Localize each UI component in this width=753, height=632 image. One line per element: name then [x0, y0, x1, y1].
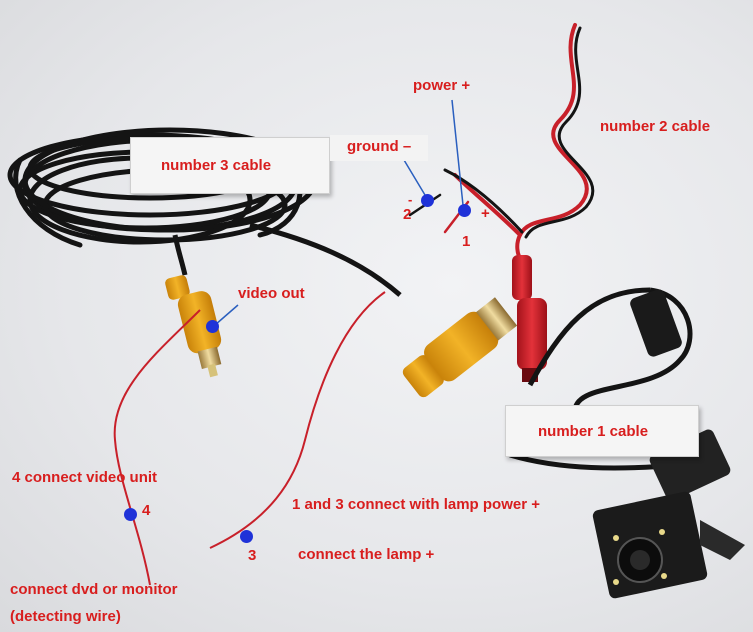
cable-number-2	[408, 23, 595, 260]
number-3-cable-box: number 3 cable	[130, 137, 330, 194]
wire-plus-mark: +	[481, 205, 490, 222]
marker-video-out	[206, 320, 219, 333]
marker-power	[458, 204, 471, 217]
marker-wire-4	[124, 508, 137, 521]
rca-female-number-1	[402, 297, 518, 398]
video-out-label: video out	[238, 285, 305, 302]
marker-wire-3	[240, 530, 253, 543]
pointer-lines	[214, 99, 464, 326]
ground-minus-label: ground –	[347, 138, 412, 155]
cable-to-number-1	[249, 222, 402, 297]
wire-number-4: 4	[142, 502, 151, 519]
ground-box: ground –	[330, 135, 428, 161]
inline-filter-box	[630, 289, 682, 357]
connect-video-unit-label: 4 connect video unit	[12, 469, 158, 486]
rca-video-out	[165, 275, 222, 378]
wire-3	[209, 291, 386, 549]
marker-ground	[421, 194, 434, 207]
wire-number-3: 3	[248, 547, 257, 564]
connect-lamp-power-label: 1 and 3 connect with lamp power +	[292, 496, 540, 513]
cable-to-video-out	[172, 234, 188, 276]
power-plus-label: power +	[413, 77, 471, 94]
number-2-cable-label: number 2 cable	[600, 118, 711, 135]
number-3-cable-label: number 3 cable	[161, 157, 272, 174]
wire-number-1: 1	[462, 233, 471, 250]
wire-minus-mark: -	[408, 192, 413, 207]
number-1-cable-label: number 1 cable	[538, 423, 649, 440]
wire-4	[113, 309, 201, 586]
connect-lamp-label: connect the lamp +	[298, 546, 435, 563]
detecting-wire-label: (detecting wire)	[10, 608, 121, 625]
wire-number-2: 2	[403, 206, 412, 223]
connect-dvd-label: connect dvd or monitor	[10, 581, 178, 598]
number-1-cable-box: number 1 cable	[505, 405, 699, 457]
